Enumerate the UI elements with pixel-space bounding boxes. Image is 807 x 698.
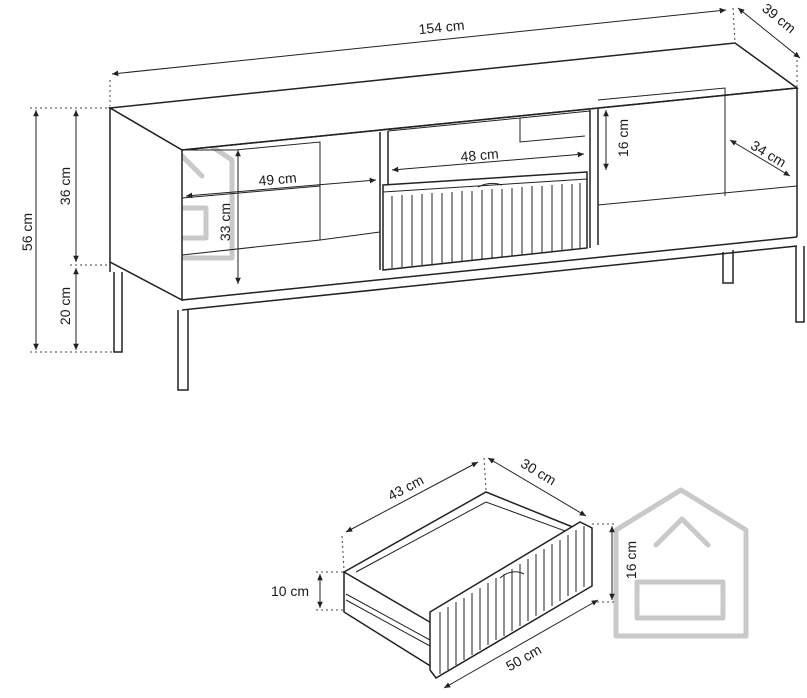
label-leg-height: 20 cm [57,287,73,325]
label-drawer-side-height: 10 cm [271,583,309,599]
label-niche-height: 16 cm [615,119,631,157]
drawer [316,457,616,689]
label-drawer-inner-depth: 30 cm [518,455,559,488]
label-body-height: 36 cm [57,167,73,205]
label-drawer-inner-width: 43 cm [385,472,426,504]
label-drawer-width: 48 cm [460,145,499,164]
label-inner-depth: 34 cm [748,137,789,170]
label-depth: 39 cm [759,0,799,36]
label-drawer-front-width: 50 cm [503,641,544,674]
label-shelf-height: 33 cm [217,203,233,241]
label-total-height: 56 cm [19,213,35,251]
tv-cabinet [107,42,805,391]
dimension-lines [30,7,801,353]
label-drawer-front-height: 16 cm [623,541,639,579]
label-side-shelf-width: 49 cm [258,169,297,188]
label-total-width: 154 cm [418,17,465,37]
house-watermark-icon-2 [613,487,749,639]
